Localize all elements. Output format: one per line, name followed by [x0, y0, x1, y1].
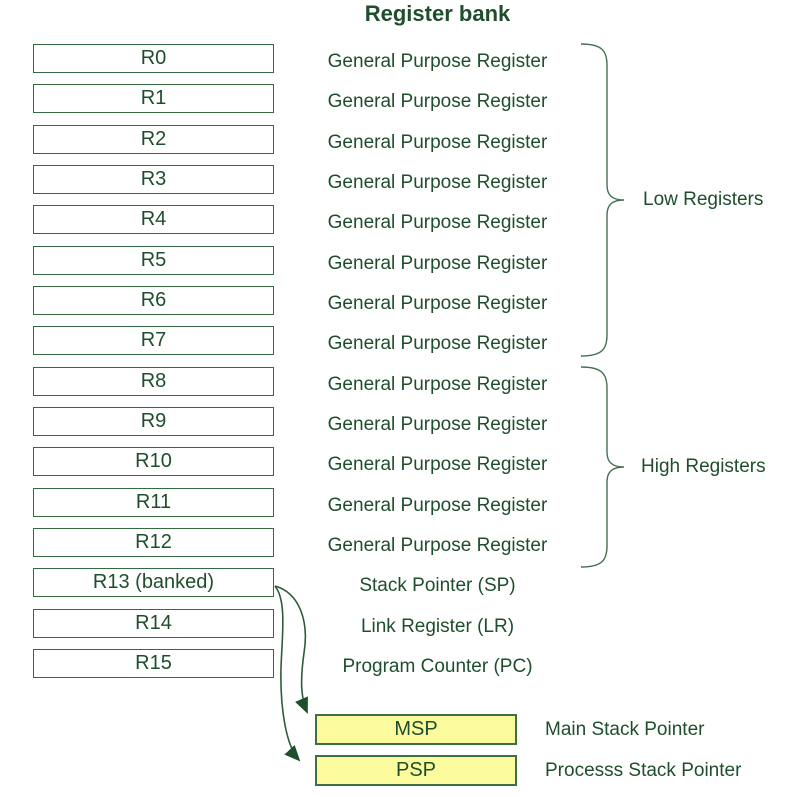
register-box-r15: R15 [33, 649, 274, 678]
register-box-r7: R7 [33, 326, 274, 355]
register-box-r13-banked: R13 (banked) [33, 568, 274, 597]
register-description-r13-banked: Stack Pointer (SP) [359, 574, 516, 596]
register-box-r1: R1 [33, 84, 274, 113]
register-description-r7: General Purpose Register [327, 332, 548, 354]
register-box-r6: R6 [33, 286, 274, 315]
register-description-r4: General Purpose Register [327, 211, 548, 233]
register-box-r9: R9 [33, 407, 274, 436]
register-description-r2: General Purpose Register [327, 131, 548, 153]
banked-box-psp: PSP [315, 755, 517, 786]
banked-label-msp: Main Stack Pointer [545, 718, 705, 740]
register-description-r0: General Purpose Register [327, 50, 548, 72]
register-box-r2: R2 [33, 125, 274, 154]
register-description-r11: General Purpose Register [327, 494, 548, 516]
register-description-r10: General Purpose Register [327, 453, 548, 475]
low-registers-brace [580, 43, 625, 357]
register-description-r14: Link Register (LR) [360, 615, 515, 637]
high-registers-label: High Registers [641, 456, 766, 477]
register-description-r8: General Purpose Register [327, 373, 548, 395]
register-description-r9: General Purpose Register [327, 413, 548, 435]
register-description-r1: General Purpose Register [327, 90, 548, 112]
high-registers-brace [580, 366, 625, 568]
r13-to-psp-arrow [274, 585, 301, 762]
banked-box-msp: MSP [315, 714, 517, 745]
low-registers-label: Low Registers [643, 189, 764, 210]
register-box-r8: R8 [33, 367, 274, 396]
register-box-r11: R11 [33, 488, 274, 517]
register-description-r6: General Purpose Register [327, 292, 548, 314]
register-box-r4: R4 [33, 205, 274, 234]
register-box-r14: R14 [33, 609, 274, 638]
register-description-r15: Program Counter (PC) [342, 655, 533, 677]
banked-label-psp: Processs Stack Pointer [545, 759, 742, 781]
register-box-r12: R12 [33, 528, 274, 557]
register-description-r3: General Purpose Register [327, 171, 548, 193]
register-description-r5: General Purpose Register [327, 252, 548, 274]
register-box-r3: R3 [33, 165, 274, 194]
diagram-title: Register bank [364, 1, 511, 26]
register-box-r5: R5 [33, 246, 274, 275]
register-box-r0: R0 [33, 44, 274, 73]
r13-to-msp-arrow [274, 585, 308, 714]
register-description-r12: General Purpose Register [327, 534, 548, 556]
register-box-r10: R10 [33, 447, 274, 476]
